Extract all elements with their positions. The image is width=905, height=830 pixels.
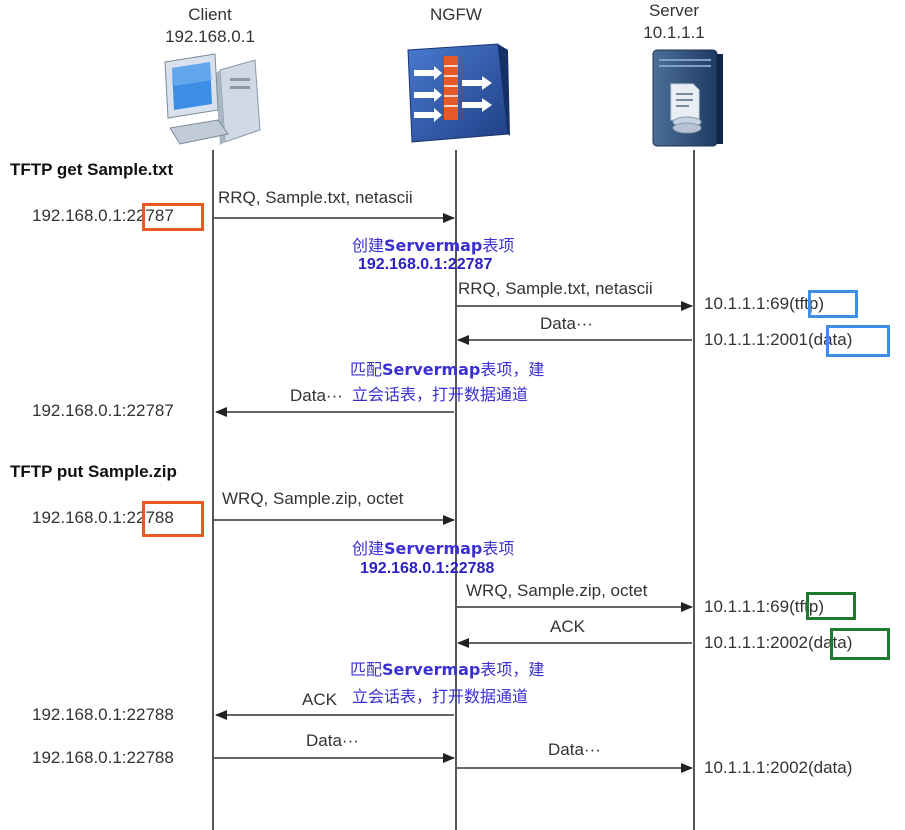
get-client-result-address: 192.168.0.1:22787 <box>32 401 174 420</box>
put-wrq-forward-message: WRQ, Sample.zip, octet <box>466 581 648 600</box>
put-client-data-address: 192.168.0.1:22788 <box>32 748 174 767</box>
get-server-tftp-ip: 10.1.1.1:69 <box>704 294 790 313</box>
ngfw-lifeline <box>455 150 457 830</box>
put-wrq-message: WRQ, Sample.zip, octet <box>222 489 404 508</box>
get-servermap-match-note-line2: 立会话表，打开数据通道 <box>352 385 529 404</box>
firewall-icon <box>407 43 510 143</box>
put-data-message-client: Data··· <box>306 731 359 750</box>
get-server-tftp-address: 10.1.1.1:69(tftp) <box>704 294 824 314</box>
get-note-create-servermap: Servermap <box>384 236 483 255</box>
put-server-data-address: 10.1.1.1:2002(data) <box>704 633 852 653</box>
get-server-tftp-highlight <box>808 290 858 318</box>
get-note-create-verb: 创建 <box>352 236 385 255</box>
get-rrq-forward-message: RRQ, Sample.txt, netascii <box>458 279 653 298</box>
get-server-data-highlight <box>826 325 890 357</box>
get-note-match-tail: 表项，建 <box>480 360 545 379</box>
put-client-port-highlight <box>142 501 204 537</box>
desktop-computer-icon <box>164 53 261 145</box>
put-note-match-verb: 匹配 <box>350 660 383 679</box>
put-note-match-servermap: Servermap <box>382 660 481 679</box>
put-servermap-match-note-line2: 立会话表，打开数据通道 <box>352 687 529 706</box>
get-data-message-client: Data··· <box>290 386 343 405</box>
ngfw-name: NGFW <box>430 5 482 24</box>
put-client-ack-address: 192.168.0.1:22788 <box>32 705 174 724</box>
get-client-address: 192.168.0.1:22787 <box>32 206 174 226</box>
get-client-port: 22787 <box>126 206 174 225</box>
get-client-port-highlight <box>142 203 204 231</box>
client-lifeline <box>212 150 214 830</box>
put-server-final-address: 10.1.1.1:2002(data) <box>704 758 853 777</box>
put-client-address: 192.168.0.1:22788 <box>32 508 174 528</box>
server-name: Server <box>648 1 700 20</box>
put-server-tftp-highlight <box>806 592 856 620</box>
put-section-heading: TFTP put Sample.zip <box>10 462 177 481</box>
get-section-heading: TFTP get Sample.txt <box>10 160 174 179</box>
put-note-match-tail: 表项，建 <box>480 660 545 679</box>
server-node-label: Server 10.1.1.1 <box>614 0 734 44</box>
put-note-create-entry: 表项 <box>482 539 515 558</box>
client-name: Client <box>188 5 232 24</box>
client-node-label: Client 192.168.0.1 <box>150 4 270 48</box>
get-server-tftp-tag: (tftp) <box>789 294 825 313</box>
put-ack-message-server: ACK <box>550 617 585 636</box>
put-client-ip-prefix: 192.168.0.1: <box>32 508 127 527</box>
get-server-data-address: 10.1.1.1:2001(data) <box>704 330 852 350</box>
put-servermap-address: 192.168.0.1:22788 <box>360 560 495 577</box>
get-servermap-create-note: 创建Servermap表项 <box>352 232 514 256</box>
put-server-data-ip: 10.1.1.1:2002 <box>704 633 808 652</box>
put-ack-message-client: ACK <box>302 690 337 709</box>
client-ip: 192.168.0.1 <box>165 27 255 46</box>
put-servermap-create-note: 创建Servermap表项 <box>352 535 514 559</box>
get-servermap-match-note-line1: 匹配Servermap表项，建 <box>350 356 544 380</box>
get-note-match-verb: 匹配 <box>350 360 383 379</box>
put-note-create-servermap: Servermap <box>384 539 483 558</box>
server-lifeline <box>693 150 695 830</box>
get-client-ip-prefix: 192.168.0.1: <box>32 206 127 225</box>
put-note-create-verb: 创建 <box>352 539 385 558</box>
get-data-message-server: Data··· <box>540 314 593 333</box>
get-rrq-message: RRQ, Sample.txt, netascii <box>218 188 413 207</box>
put-server-data-highlight <box>830 628 890 660</box>
put-server-tftp-ip: 10.1.1.1:69 <box>704 597 790 616</box>
get-note-match-servermap: Servermap <box>382 360 481 379</box>
server-ip: 10.1.1.1 <box>643 23 705 42</box>
ngfw-node-label: NGFW <box>396 4 516 26</box>
get-server-data-tag: (data) <box>807 330 853 349</box>
put-data-message-server: Data··· <box>548 740 601 759</box>
get-servermap-address: 192.168.0.1:22787 <box>358 256 493 273</box>
put-servermap-match-note-line1: 匹配Servermap表项，建 <box>350 656 544 680</box>
put-client-port: 22788 <box>126 508 174 527</box>
server-icon <box>652 49 723 147</box>
get-server-data-ip: 10.1.1.1:2001 <box>704 330 808 349</box>
get-note-create-entry: 表项 <box>482 236 515 255</box>
